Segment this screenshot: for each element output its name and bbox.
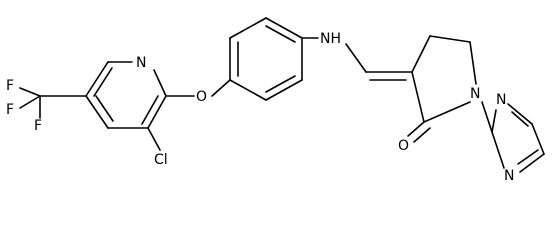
bond-pyr-4 [423,101,471,123]
bond-pm-4 [519,153,545,173]
atom-label-f1: F [6,78,14,94]
bond-py-4 [147,95,167,129]
bond-n-pyrimidine [481,101,493,133]
atom-label-cl: Cl [154,152,168,168]
bond-bz-5b [265,75,296,93]
bond-pm-1 [491,109,497,133]
bond-py-6b [95,95,114,122]
bond-pyr-2 [429,35,471,43]
bond-cf3-f1 [19,87,41,97]
bond-py-1 [85,61,109,97]
bond-o-phenyl [211,79,231,97]
bond-pm-3 [531,123,545,155]
bond-pyr-3 [469,41,477,85]
bond-c-cl [147,127,161,151]
bond-pm-2b [511,111,529,127]
bond-bz-6 [229,79,267,101]
bond-pyr-5 [411,71,425,123]
bond-carbonyl [407,121,425,137]
bond-nh-ch [345,43,367,73]
bond-pyr-1 [411,35,431,73]
bond-pm-4b [517,149,539,165]
atom-label-carbonyl-o: O [398,138,409,154]
bond-py-3 [153,69,167,97]
atom-label-pyrimidine-n2: N [504,168,514,184]
bond-bz-5 [265,79,303,101]
bond-bz-3 [265,17,303,39]
bond-carbonyl-double [413,127,431,143]
atom-label-pyridine-n: N [136,55,146,71]
bond-pm-5 [491,131,505,169]
bond-bz-2 [229,17,267,39]
bond-pm-2 [507,103,533,125]
bond-bz-3b [265,25,296,43]
atom-label-f3: F [34,118,42,134]
atom-labels: F F F N Cl O NH N O N N [6,31,514,184]
atom-label-pyrimidine-n1: N [496,92,506,108]
bond-cf3-f2 [19,95,41,109]
atom-label-f2: F [6,102,14,118]
bond-py-6 [85,95,109,129]
atom-label-nh: NH [320,31,341,47]
bond-py-4b [141,95,159,125]
bond-py-1b [93,67,113,97]
molecule-structure: F F F N Cl O NH N O N N [6,17,545,184]
bonds [19,17,545,173]
atom-label-ether-o: O [196,89,207,105]
atom-label-lactam-n: N [470,86,480,102]
